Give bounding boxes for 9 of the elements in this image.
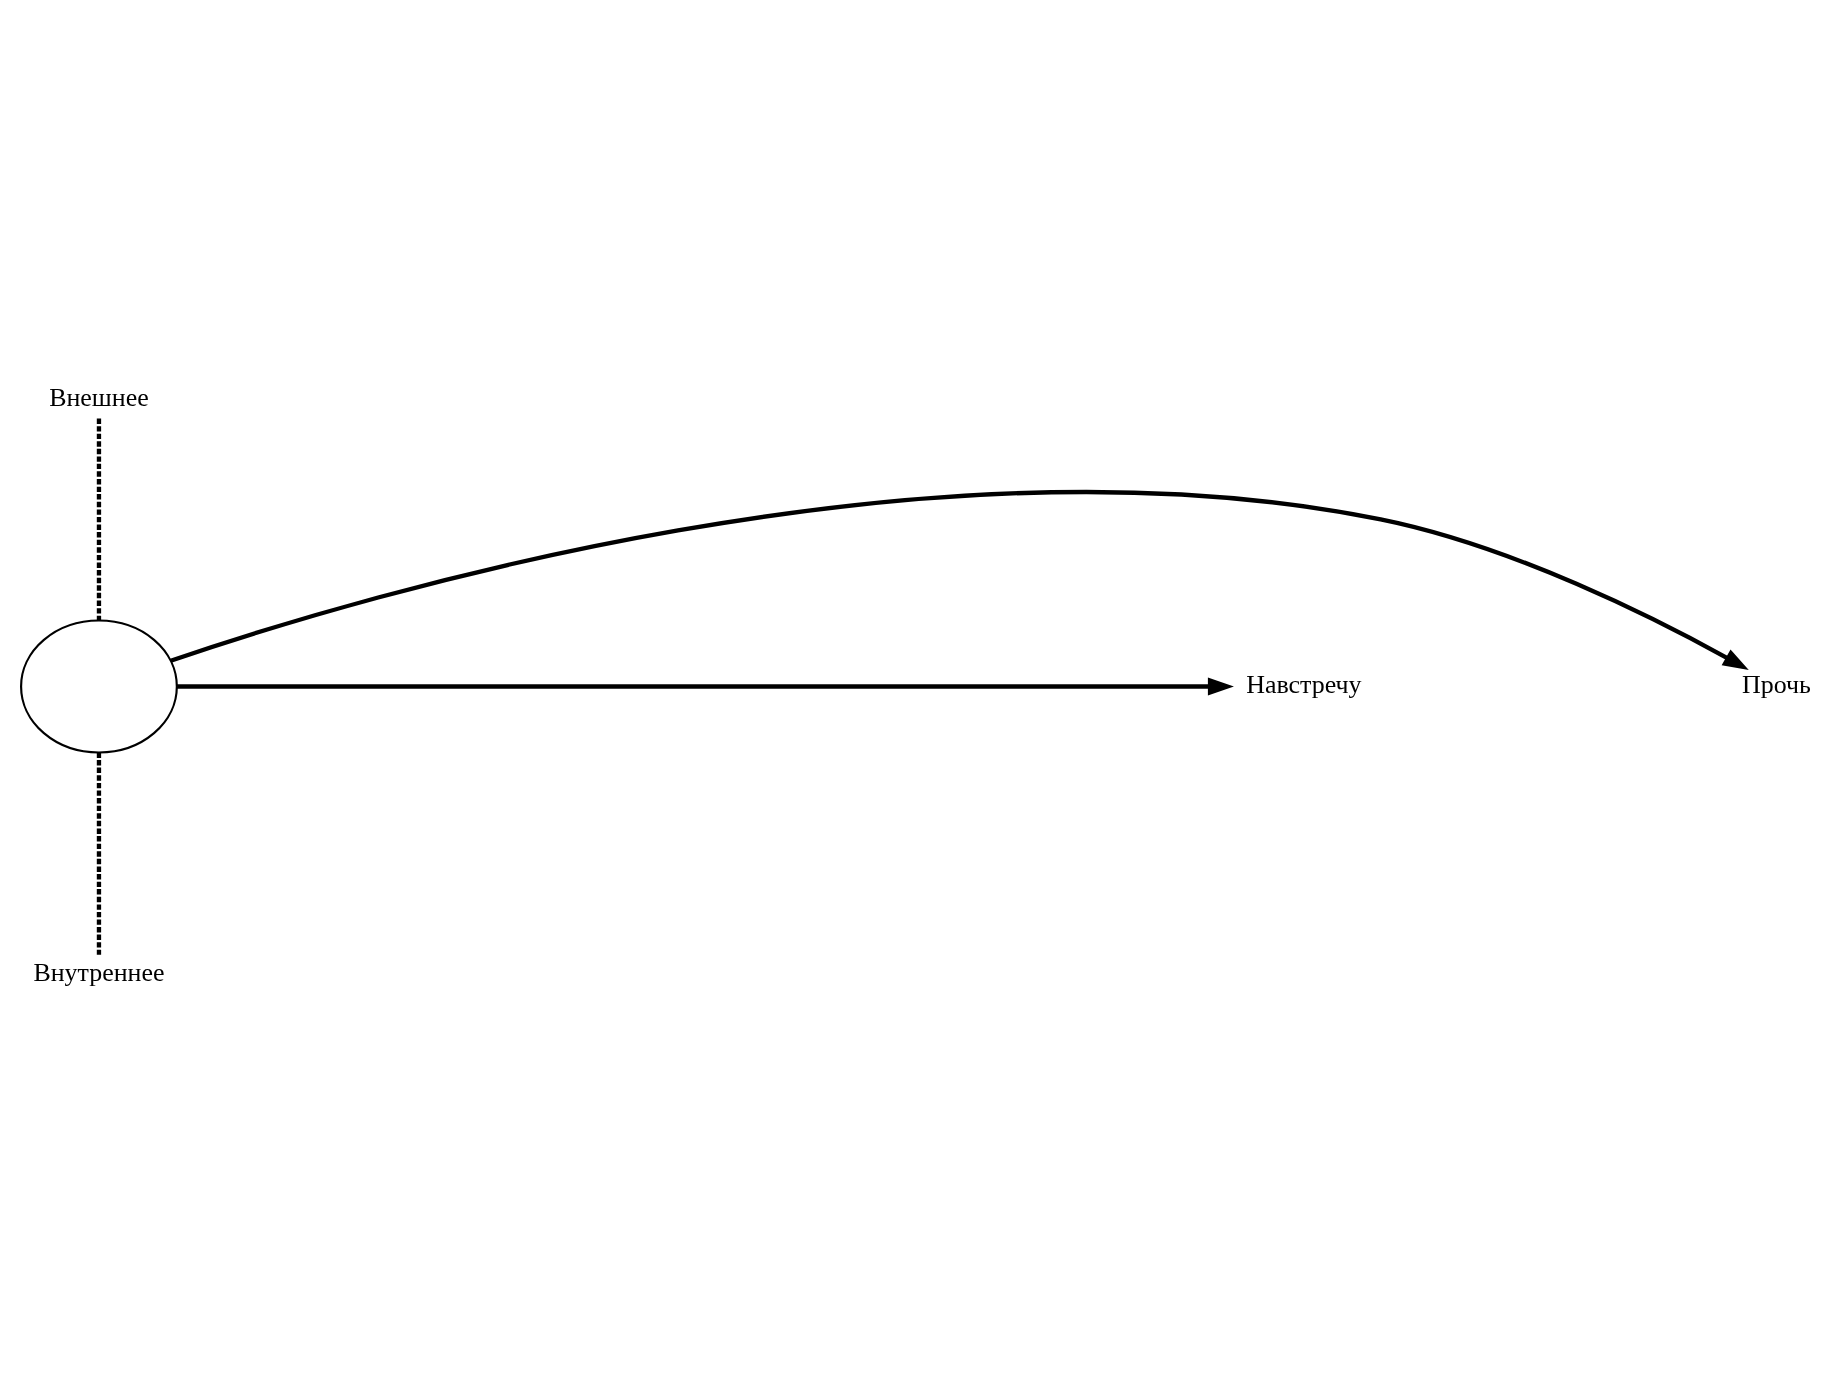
node-ellipse <box>19 619 178 754</box>
node-text: Внутреннее <box>32 957 164 987</box>
connector <box>96 752 101 955</box>
node-text: Прочь <box>1741 670 1811 700</box>
connector <box>96 418 101 621</box>
node-text: Внешнее <box>48 382 149 412</box>
arrow <box>169 490 1749 671</box>
arrow <box>176 677 1234 696</box>
node-text: Навстречу <box>1245 670 1362 700</box>
